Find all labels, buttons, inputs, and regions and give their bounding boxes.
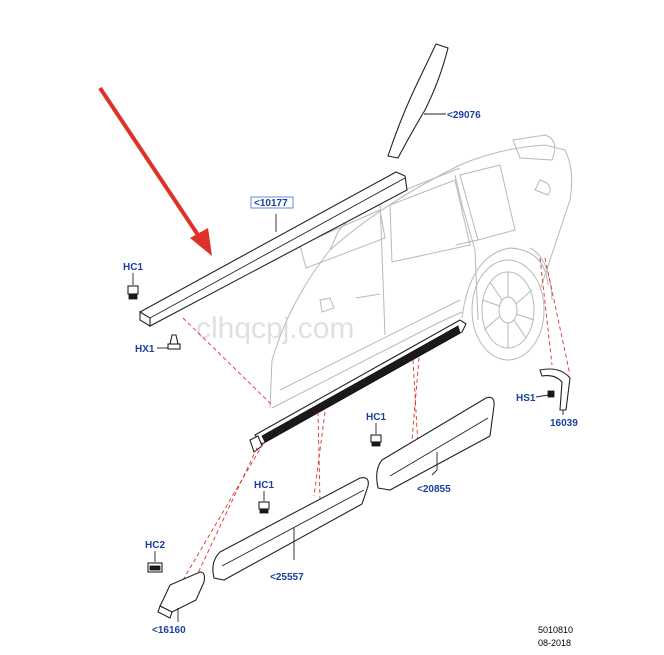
clip-hc1-right	[370, 423, 382, 447]
sill-rail-10177	[138, 171, 408, 327]
vehicle-outline	[269, 134, 573, 409]
label-29076: <29076	[447, 110, 481, 121]
front-end-cap-16160	[157, 571, 206, 622]
label-16160: <16160	[152, 625, 186, 636]
red-pointer-arrow	[98, 86, 212, 256]
wheel-arch-moulding-29076	[387, 43, 449, 159]
label-25557: <25557	[270, 572, 304, 583]
diagram-code: 5010810	[538, 625, 573, 635]
label-hc2: HC2	[145, 540, 165, 551]
label-10177: <10177	[254, 198, 288, 209]
clip-hc2	[147, 551, 163, 573]
label-20855: <20855	[417, 484, 451, 495]
watermark: clhqcpj.com	[196, 312, 354, 345]
diagram-date: 08-2018	[538, 638, 571, 648]
rear-door-moulding-20855	[376, 396, 495, 491]
lower-cladding-strip	[249, 319, 467, 453]
front-door-moulding-25557	[212, 477, 369, 581]
label-16039: 16039	[550, 418, 578, 429]
label-hc1-top: HC1	[123, 262, 143, 273]
label-hx1: HX1	[135, 344, 155, 355]
clip-hc1-top	[127, 273, 139, 300]
arch-trim-16039	[535, 368, 571, 415]
clip-hc1-mid	[258, 491, 270, 514]
label-hs1: HS1	[516, 393, 536, 404]
label-hc1-mid: HC1	[254, 480, 274, 491]
label-hc1-right: HC1	[366, 412, 386, 423]
fastener-hx1	[157, 334, 181, 350]
dashed-leader-lines	[179, 257, 571, 591]
